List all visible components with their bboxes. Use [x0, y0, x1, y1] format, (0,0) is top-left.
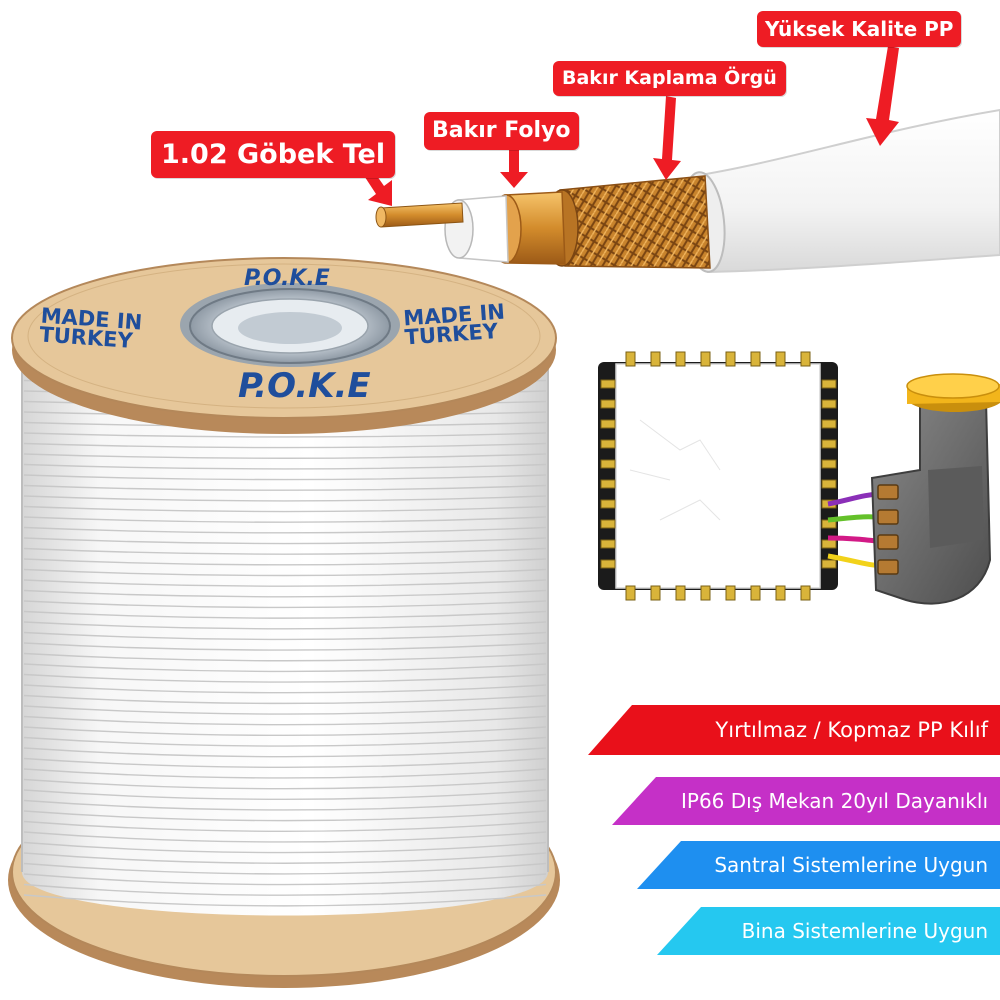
multiswitch-port — [600, 479, 616, 489]
multiswitch-port — [725, 351, 736, 367]
multiswitch-port — [600, 459, 616, 469]
feature-banner-1: Yırtılmaz / Kopmaz PP Kılıf — [588, 705, 1000, 755]
multiswitch-port — [775, 351, 786, 367]
multiswitch-port — [675, 351, 686, 367]
coil-winding — [23, 694, 547, 705]
coil-winding — [23, 852, 547, 864]
coil-winding — [23, 778, 547, 790]
multiswitch-port — [650, 585, 661, 601]
multiswitch-port — [821, 379, 837, 389]
coil-winding — [23, 673, 547, 683]
coil-winding — [23, 463, 547, 470]
coil-winding — [23, 526, 547, 534]
coil-winding — [23, 652, 547, 662]
coil-winding — [23, 432, 547, 438]
coil-winding — [23, 537, 547, 545]
coil-winding — [23, 642, 547, 651]
coil-winding — [23, 883, 547, 896]
multiswitch-port — [725, 585, 736, 601]
reel-brand-main: P.O.K.E — [238, 366, 371, 406]
multiswitch-port — [600, 539, 616, 549]
reel-origin-left: MADE IN TURKEY — [39, 304, 143, 353]
multiswitch-port — [821, 399, 837, 409]
cable-reel-image — [8, 257, 560, 988]
callout-copper-foil: Bakır Folyo — [424, 112, 579, 150]
coil-winding — [23, 484, 547, 491]
coil-winding — [23, 736, 547, 747]
multiswitch-port — [600, 519, 616, 529]
multiswitch-port — [675, 585, 686, 601]
coil-winding — [23, 589, 547, 598]
coil-winding — [23, 726, 547, 737]
coil-winding — [23, 663, 547, 673]
reel-origin-right: MADE IN TURKEY — [403, 300, 507, 350]
coil-winding — [23, 600, 547, 609]
coil-winding — [23, 684, 547, 694]
multiswitch-port — [821, 459, 837, 469]
coil-winding — [23, 820, 547, 832]
multiswitch-port — [821, 419, 837, 429]
coil-winding — [23, 474, 547, 481]
coil-winding — [23, 610, 547, 619]
callout-copper-braid: Bakır Kaplama Örgü — [553, 61, 786, 96]
multiswitch-port — [600, 419, 616, 429]
coil-winding — [23, 547, 547, 555]
coil-winding — [23, 757, 547, 769]
multiswitch-port — [600, 399, 616, 409]
multiswitch-port — [600, 379, 616, 389]
reel-brand-top: P.O.K.E — [244, 266, 330, 291]
multiswitch-port — [700, 351, 711, 367]
coil-winding — [23, 705, 547, 715]
coil-winding — [23, 768, 547, 779]
coil-winding — [23, 495, 547, 502]
multiswitch-port — [600, 499, 616, 509]
coil-winding — [23, 799, 547, 811]
feature-banner-3: Santral Sistemlerine Uygun — [637, 841, 1000, 889]
callout-core-wire: 1.02 Göbek Tel — [151, 131, 396, 178]
coil-winding — [23, 558, 547, 566]
coil-winding — [23, 715, 547, 726]
multiswitch-port — [700, 585, 711, 601]
multiswitch-port — [821, 439, 837, 449]
coil-winding — [23, 789, 547, 800]
feature-banner-2: IP66 Dış Mekan 20yıl Dayanıklı — [612, 777, 1000, 825]
coil-winding — [23, 505, 547, 513]
feature-banner-4: Bina Sistemlerine Uygun — [657, 907, 1000, 955]
multiswitch-port — [625, 585, 636, 601]
multiswitch-port — [821, 539, 837, 549]
coax-cable-image — [375, 108, 1000, 274]
arrow-down-icon — [359, 46, 899, 206]
multiswitch-image — [598, 351, 887, 601]
coil-winding — [23, 631, 547, 641]
coil-winding — [23, 862, 547, 875]
coil-winding — [23, 453, 547, 459]
coil-winding — [23, 831, 547, 843]
coil-winding — [23, 516, 547, 523]
multiswitch-port — [600, 439, 616, 449]
multiswitch-port — [600, 559, 616, 569]
multiswitch-port — [625, 351, 636, 367]
coil-winding — [23, 621, 547, 630]
multiswitch-port — [750, 351, 761, 367]
multiswitch-port — [821, 479, 837, 489]
coil-winding — [23, 747, 547, 758]
multiswitch-port — [650, 351, 661, 367]
multiswitch-port — [821, 559, 837, 569]
lnb-image — [870, 373, 1000, 605]
multiswitch-port — [800, 351, 811, 367]
multiswitch-port — [800, 585, 811, 601]
multiswitch-port — [750, 585, 761, 601]
multiswitch-port — [775, 585, 786, 601]
coil-winding — [23, 568, 547, 577]
coil-winding — [23, 873, 547, 886]
coil-winding — [23, 894, 547, 907]
coil-winding — [23, 442, 547, 449]
coil-winding — [23, 810, 547, 822]
coil-winding — [23, 579, 547, 587]
callout-pp-jacket: Yüksek Kalite PP — [757, 11, 962, 47]
coil-winding — [23, 841, 547, 854]
